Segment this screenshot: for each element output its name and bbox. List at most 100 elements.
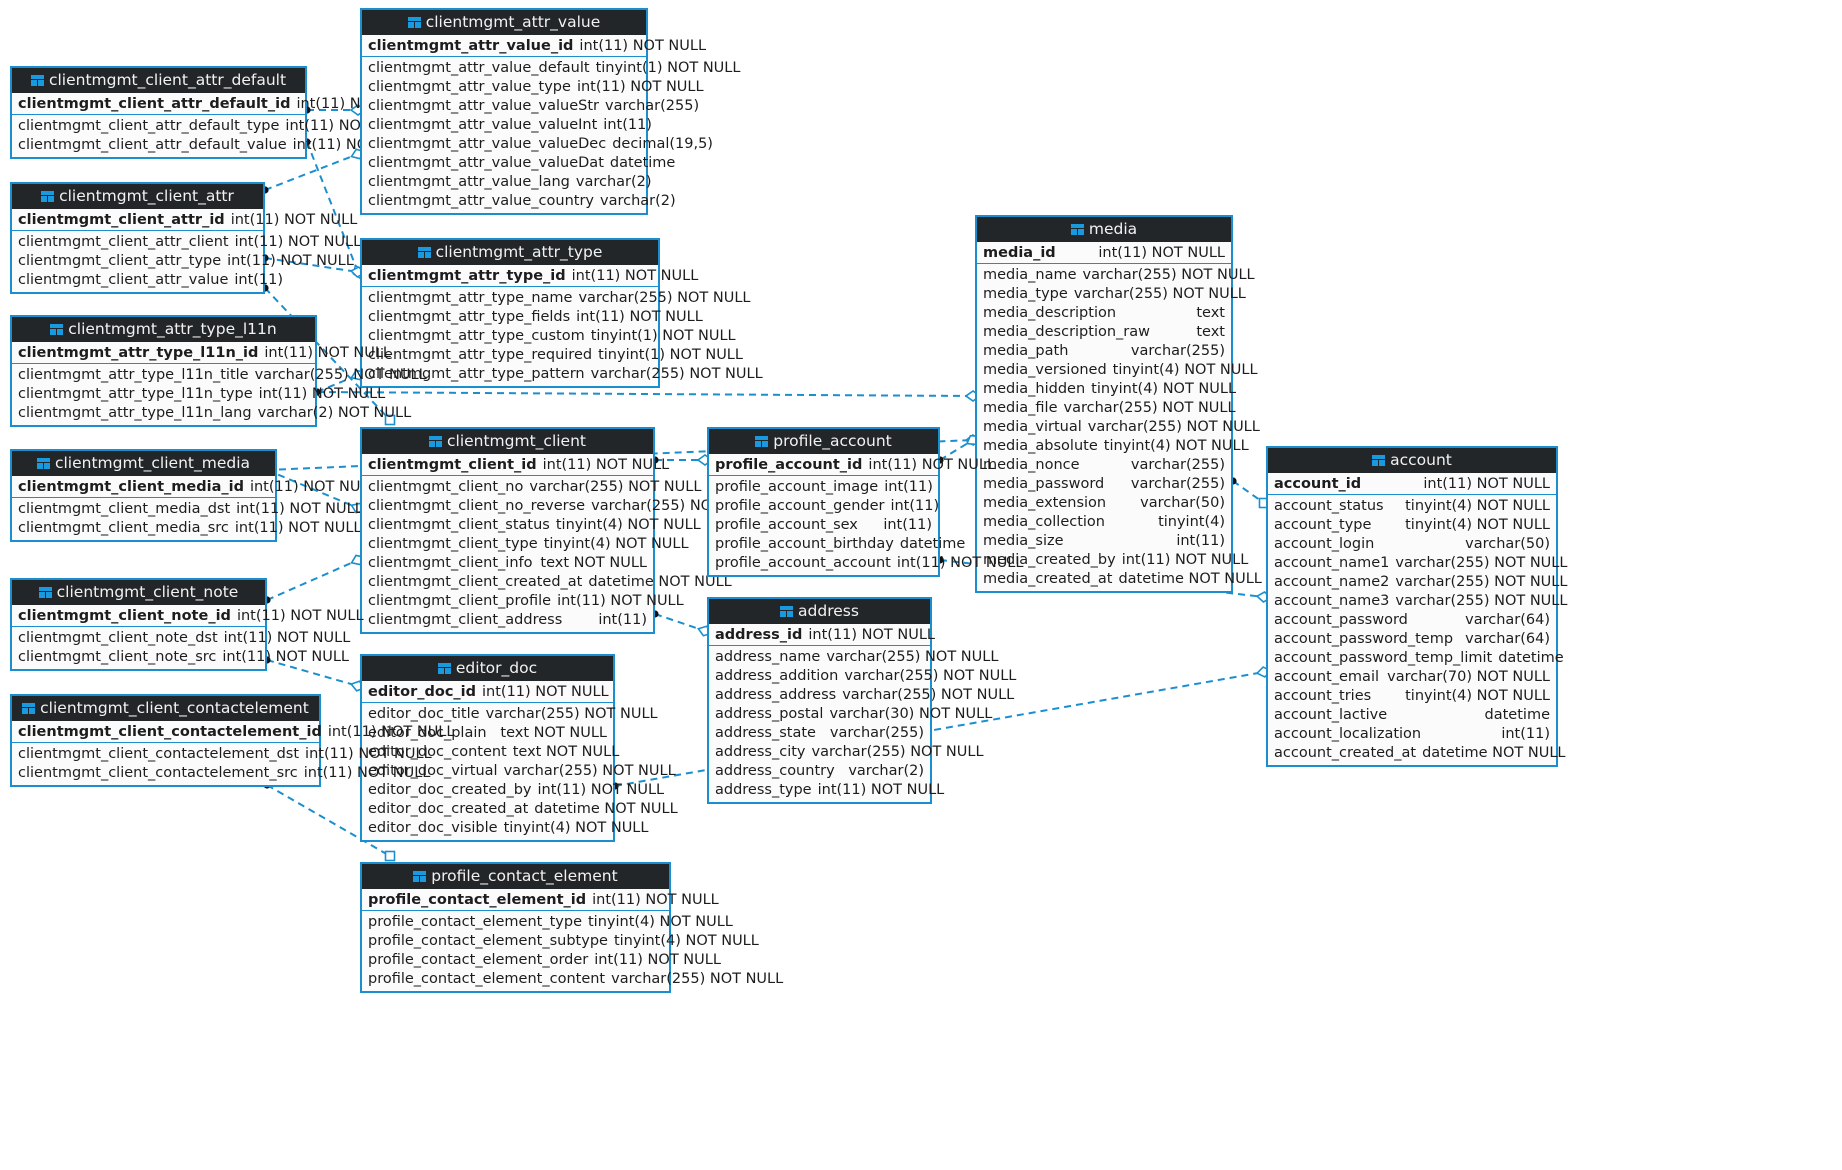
table-header-clientmgmt_attr_type_l11n[interactable]: clientmgmt_attr_type_l11n [12,317,315,342]
table-header-clientmgmt_attr_value[interactable]: clientmgmt_attr_value [362,10,646,35]
table-header-clientmgmt_client_note[interactable]: clientmgmt_client_note [12,580,265,605]
table-header-editor_doc[interactable]: editor_doc [362,656,613,681]
table-header-clientmgmt_attr_type[interactable]: clientmgmt_attr_type [362,240,658,265]
table-header-profile_account[interactable]: profile_account [709,429,938,454]
table-clientmgmt_client_contactelement[interactable]: clientmgmt_client_contactelement clientmg… [10,694,454,787]
table-header-clientmgmt_client_contactelement[interactable]: clientmgmt_client_contactelement [12,696,319,721]
table-header-media[interactable]: media [977,217,1231,242]
